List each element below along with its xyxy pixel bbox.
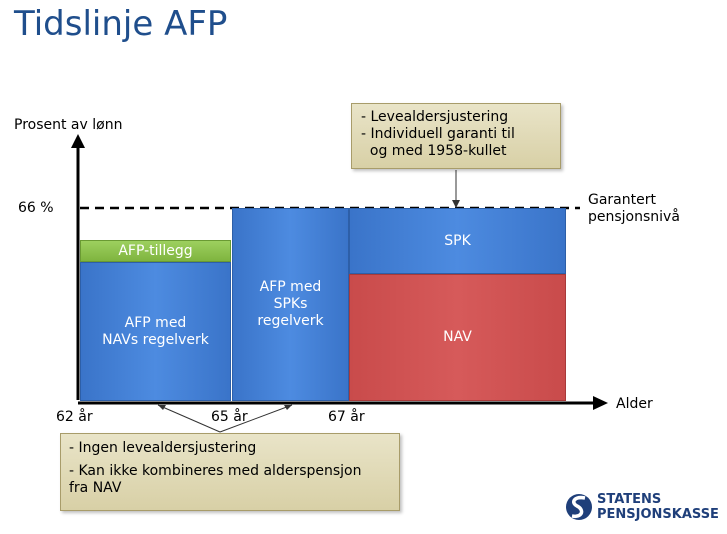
x-tick-67: 67 år xyxy=(328,409,365,425)
block-nav: NAV xyxy=(349,274,566,401)
logo-text: STATENS PENSJONSKASSE xyxy=(597,492,719,522)
page-title: Tidslinje AFP xyxy=(14,4,228,44)
note-top: - Levealdersjustering - Individuell gara… xyxy=(351,103,561,169)
x-tick-62: 62 år xyxy=(56,409,93,425)
block-afp-tillegg: AFP-tillegg xyxy=(80,240,231,262)
y-tick-66: 66 % xyxy=(18,200,54,216)
x-tick-65: 65 år xyxy=(211,409,248,425)
note-bottom-pointer-left xyxy=(157,404,221,433)
x-axis-label: Alder xyxy=(616,396,653,412)
note-bottom: - Ingen levealdersjustering - Kan ikke k… xyxy=(60,433,400,511)
y-axis-label: Prosent av lønn xyxy=(14,117,123,133)
guarantee-label: Garantert pensjonsnivå xyxy=(588,192,680,225)
y-axis-arrow xyxy=(71,134,85,148)
note-bottom-pointer-right xyxy=(219,404,293,433)
block-spk: SPK xyxy=(349,208,566,274)
x-axis-arrow xyxy=(593,396,608,410)
